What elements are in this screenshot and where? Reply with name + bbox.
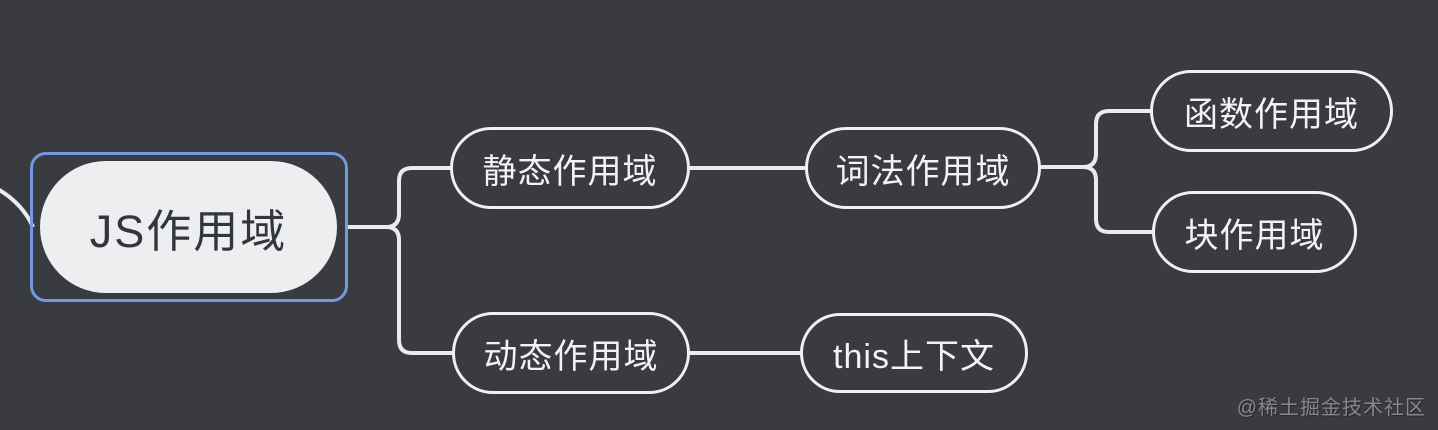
node-block-scope[interactable]: 块作用域 [1152,191,1357,273]
connector-lexical-to-function-scope [1039,109,1152,169]
node-this-context[interactable]: this上下文 [800,313,1028,393]
connector-root-to-dynamic-scope [347,225,454,355]
connector-offscreen-parent [0,188,35,228]
node-static-scope[interactable]: 静态作用域 [450,127,690,209]
root-node-selection-frame [30,152,348,302]
connector-root-to-static-scope [347,166,452,229]
watermark: @稀土掘金技术社区 [1236,397,1426,419]
node-lexical-scope[interactable]: 词法作用域 [805,127,1041,209]
node-dynamic-scope[interactable]: 动态作用域 [452,312,690,394]
connector-lexical-to-block-scope [1039,165,1154,234]
root-node-js-scope[interactable]: JS作用域 [40,161,337,293]
node-function-scope[interactable]: 函数作用域 [1150,70,1393,152]
